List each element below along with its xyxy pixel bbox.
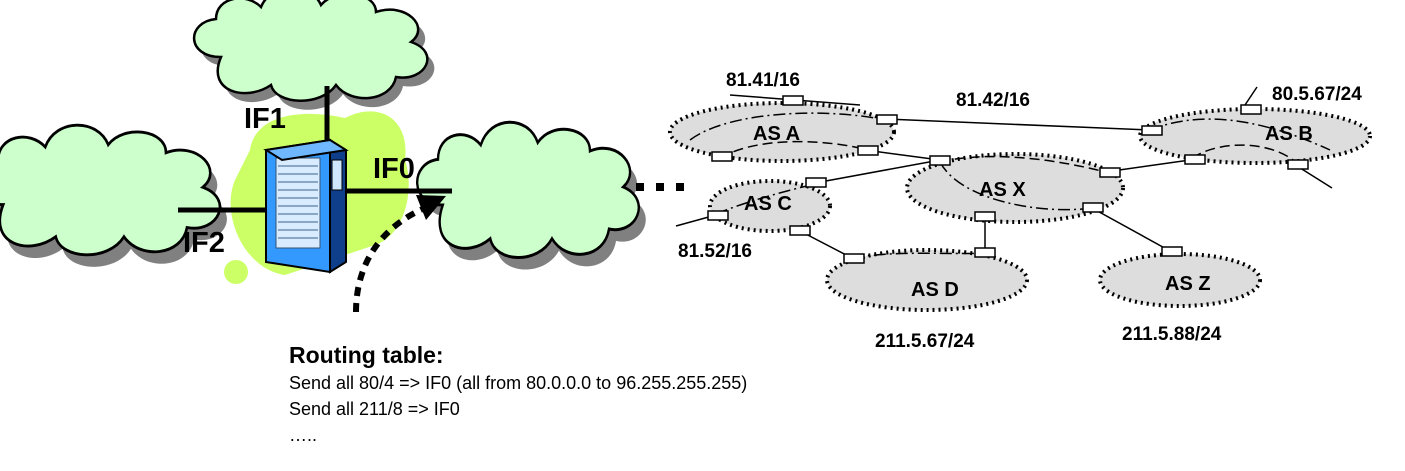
- incoming-arrow: [353, 195, 446, 313]
- as-b-region: [1138, 107, 1372, 165]
- border-routers: [707, 95, 1309, 264]
- prefix-81-41-label: 81.41/16: [726, 70, 800, 91]
- routing-table-title: Routing table:: [289, 342, 444, 368]
- prefix-81-52-label: 81.52/16: [678, 241, 752, 262]
- as-x-label: AS X: [979, 179, 1026, 201]
- as-d-label: AS D: [911, 279, 959, 301]
- as-a-region: [668, 101, 896, 163]
- prefix-81-42-label: 81.42/16: [956, 90, 1030, 111]
- prefix-80-5-67-label: 80.5.67/24: [1272, 84, 1362, 105]
- routing-table: Routing table: Send all 80/4 => IF0 (all…: [289, 340, 747, 448]
- routing-rule-2: Send all 211/8 => IF0: [289, 399, 460, 419]
- as-z-label: AS Z: [1165, 273, 1211, 295]
- routing-rule-ellipsis: …..: [289, 425, 318, 445]
- if2-label: IF2: [183, 227, 225, 259]
- if0-label: IF0: [373, 153, 415, 185]
- server-icon: [263, 138, 349, 274]
- ellipsis-dots: [636, 183, 684, 191]
- as-c-label: AS C: [744, 193, 792, 215]
- if1-label: IF1: [244, 103, 286, 135]
- prefix-211-5-88-label: 211.5.88/24: [1122, 324, 1222, 345]
- as-x-region: [905, 152, 1125, 224]
- as-a-label: AS A: [753, 123, 800, 145]
- router-halo-dot: [224, 260, 248, 284]
- as-d-region: [825, 248, 1029, 312]
- cloud-top: [192, 0, 435, 110]
- as-b-label: AS B: [1265, 123, 1313, 145]
- cloud-right: [415, 120, 646, 270]
- routing-rule-1: Send all 80/4 => IF0 (all from 80.0.0.0 …: [289, 373, 748, 393]
- prefix-211-5-67-label: 211.5.67/24: [875, 331, 975, 352]
